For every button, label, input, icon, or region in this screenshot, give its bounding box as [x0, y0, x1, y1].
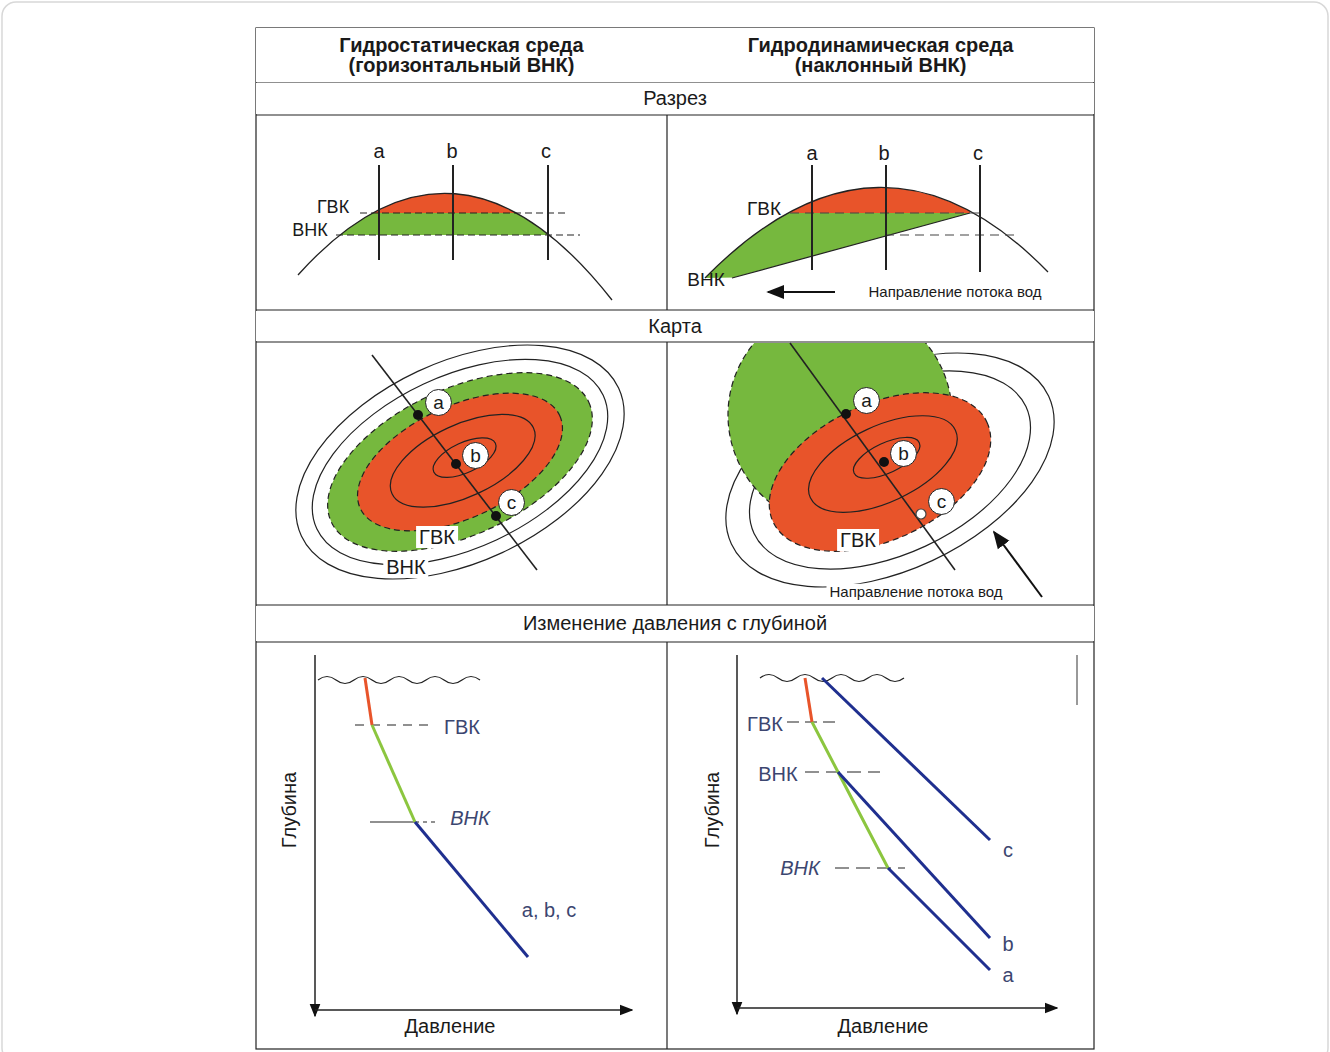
diagram-label: Направление потока вод	[868, 284, 1041, 301]
row-title-cell: Изменение давления с глубиной	[256, 606, 1094, 641]
diagram-label: ВНК	[687, 270, 724, 291]
diagram-label: c	[1003, 839, 1013, 861]
cell-text: Карта	[648, 315, 702, 338]
well-marker: a	[853, 387, 880, 414]
diagram-label: Направление потока вод	[826, 584, 1005, 601]
diagram-label: ГВК	[444, 716, 480, 738]
diagram-label: ВНК	[450, 807, 490, 829]
diagram-label: a	[1002, 964, 1013, 986]
well-letter: c	[507, 493, 517, 512]
well-letter: b	[470, 446, 481, 465]
diagram-label: b	[446, 140, 457, 162]
well-marker: b	[462, 442, 489, 469]
cell-text: Гидродинамическая среда (наклонный ВНК)	[725, 35, 1036, 75]
diagram-label: ВНК	[292, 221, 328, 241]
diagram-label: b	[878, 142, 889, 164]
header-cell: Гидростатическая среда (горизонтальный В…	[256, 28, 667, 82]
diagram-label: a	[806, 142, 817, 164]
diagram-label: ВНК	[780, 857, 820, 879]
well-marker: c	[498, 489, 525, 516]
cell-text: Изменение давления с глубиной	[523, 612, 827, 635]
diagram-label: ГВК	[837, 529, 879, 551]
row-title-cell: Разрез	[256, 83, 1094, 114]
diagram-label: c	[973, 142, 983, 164]
diagram-label: a, b, c	[522, 899, 576, 921]
diagram-label: a	[373, 140, 384, 162]
axis-label: Глубина	[278, 772, 300, 848]
diagram-label: ГВК	[747, 199, 781, 220]
well-marker: b	[890, 440, 917, 467]
diagram-label: ГВК	[416, 526, 458, 548]
diagram-label: c	[541, 140, 551, 162]
diagram-label: Давление	[405, 1015, 496, 1037]
row-title-cell: Карта	[256, 311, 1094, 341]
diagram-label: ВНК	[383, 556, 428, 578]
diagram-label: ГВК	[747, 713, 783, 735]
well-letter: c	[937, 492, 947, 511]
diagram-label: ГВК	[317, 198, 349, 218]
well-letter: a	[433, 393, 444, 412]
diagram-label: b	[1002, 933, 1013, 955]
cell-text: Гидростатическая среда (горизонтальный В…	[314, 35, 609, 75]
well-letter: a	[861, 391, 872, 410]
header-cell: Гидродинамическая среда (наклонный ВНК)	[667, 28, 1094, 82]
well-marker: c	[928, 488, 955, 515]
well-letter: b	[898, 444, 909, 463]
cell-text: Разрез	[643, 87, 707, 110]
well-marker: a	[425, 389, 452, 416]
diagram-label: Давление	[838, 1015, 929, 1037]
diagram-label: ВНК	[758, 763, 797, 785]
axis-label: Глубина	[701, 772, 723, 848]
